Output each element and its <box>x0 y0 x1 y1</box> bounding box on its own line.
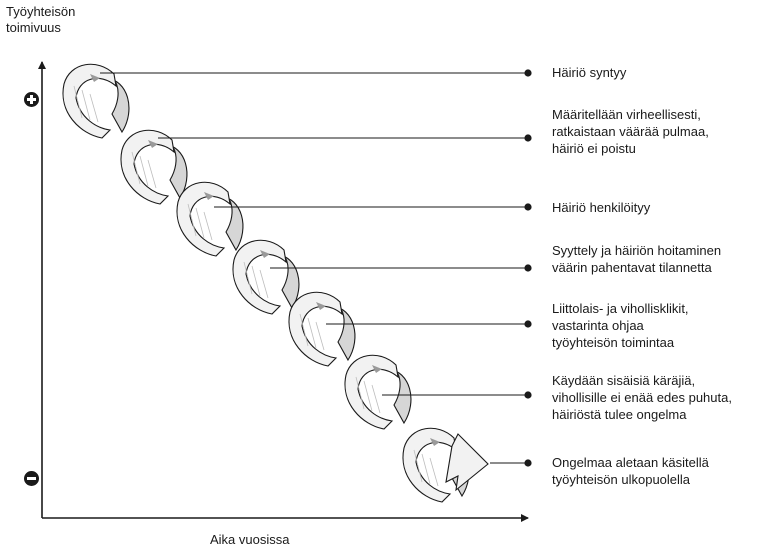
plus-icon <box>24 92 39 107</box>
stage-label-line: vihollisille ei enää edes puhuta, <box>552 389 772 406</box>
leader-dot <box>524 391 531 398</box>
ribbon-loop <box>121 130 187 204</box>
stage-label-line: häiriöstä tulee ongelma <box>552 406 772 423</box>
leader-dot <box>524 69 531 76</box>
stage-label-line: työyhteisön toimintaa <box>552 334 772 351</box>
ribbon-loop <box>63 64 129 138</box>
stage-label-line: Määritellään virheellisesti, <box>552 106 772 123</box>
ribbon-loop <box>403 428 488 502</box>
leader-dot <box>524 203 531 210</box>
spiral-ribbon <box>63 64 488 502</box>
stage-label-line: Häiriö henkilöityy <box>552 199 772 216</box>
stage-label: Häiriö syntyy <box>552 64 772 81</box>
stage-label-line: väärin pahentavat tilannetta <box>552 259 772 276</box>
stage-label-line: häiriö ei poistu <box>552 140 772 157</box>
stage-label: Liittolais- ja vihollisklikit,vastarinta… <box>552 300 772 351</box>
stage-label-line: Liittolais- ja vihollisklikit, <box>552 300 772 317</box>
y-axis-label: Työyhteisön toimivuus <box>6 4 75 36</box>
y-axis-label-line1: Työyhteisön <box>6 4 75 20</box>
ribbon-loop <box>233 240 299 314</box>
stage-label: Käydään sisäisiä käräjiä,vihollisille ei… <box>552 372 772 423</box>
minus-icon <box>24 471 39 486</box>
leader-dot <box>524 264 531 271</box>
stage-label-line: vastarinta ohjaa <box>552 317 772 334</box>
y-axis-label-line2: toimivuus <box>6 20 75 36</box>
stage-label: Määritellään virheellisesti,ratkaistaan … <box>552 106 772 157</box>
stage-label-line: Häiriö syntyy <box>552 64 772 81</box>
leader-lines <box>100 69 532 466</box>
leader-dot <box>524 459 531 466</box>
ribbon-loop <box>177 182 243 256</box>
stage-label-line: Käydään sisäisiä käräjiä, <box>552 372 772 389</box>
leader-dot <box>524 134 531 141</box>
ribbon-loop <box>289 292 355 366</box>
stage-label-line: Syyttely ja häiriön hoitaminen <box>552 242 772 259</box>
stage-label: Häiriö henkilöityy <box>552 199 772 216</box>
leader-dot <box>524 320 531 327</box>
stage-label-line: työyhteisön ulkopuolella <box>552 471 772 488</box>
ribbon-loop <box>345 355 411 429</box>
stage-label-line: ratkaistaan väärää pulmaa, <box>552 123 772 140</box>
stage-label-line: Ongelmaa aletaan käsitellä <box>552 454 772 471</box>
x-axis-label: Aika vuosissa <box>210 532 289 548</box>
